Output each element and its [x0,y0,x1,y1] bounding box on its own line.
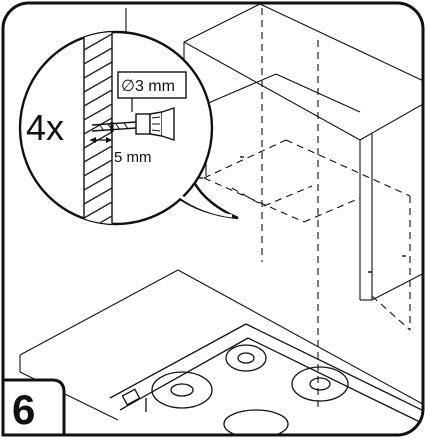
hob-controls [121,388,141,406]
cooktop [109,323,422,434]
depth-dimension [90,137,113,150]
step-number-tab: 6 [1,378,66,437]
step-number: 6 [12,386,35,433]
wall-section-hatch [83,32,113,224]
drill-diameter-label: ∅3 mm [121,78,175,95]
hidden-edges [203,8,411,410]
quantity-label: 4x [26,107,64,148]
depth-label: 5 mm [114,149,152,166]
screw-position-marks [199,156,406,273]
drill-diameter-box [117,71,187,99]
drill [91,107,175,141]
hotplate-front-left [151,371,213,409]
hotplate-front-right [223,409,289,434]
hotplate-back-right [291,366,349,402]
hotplate-back-left [225,344,267,372]
